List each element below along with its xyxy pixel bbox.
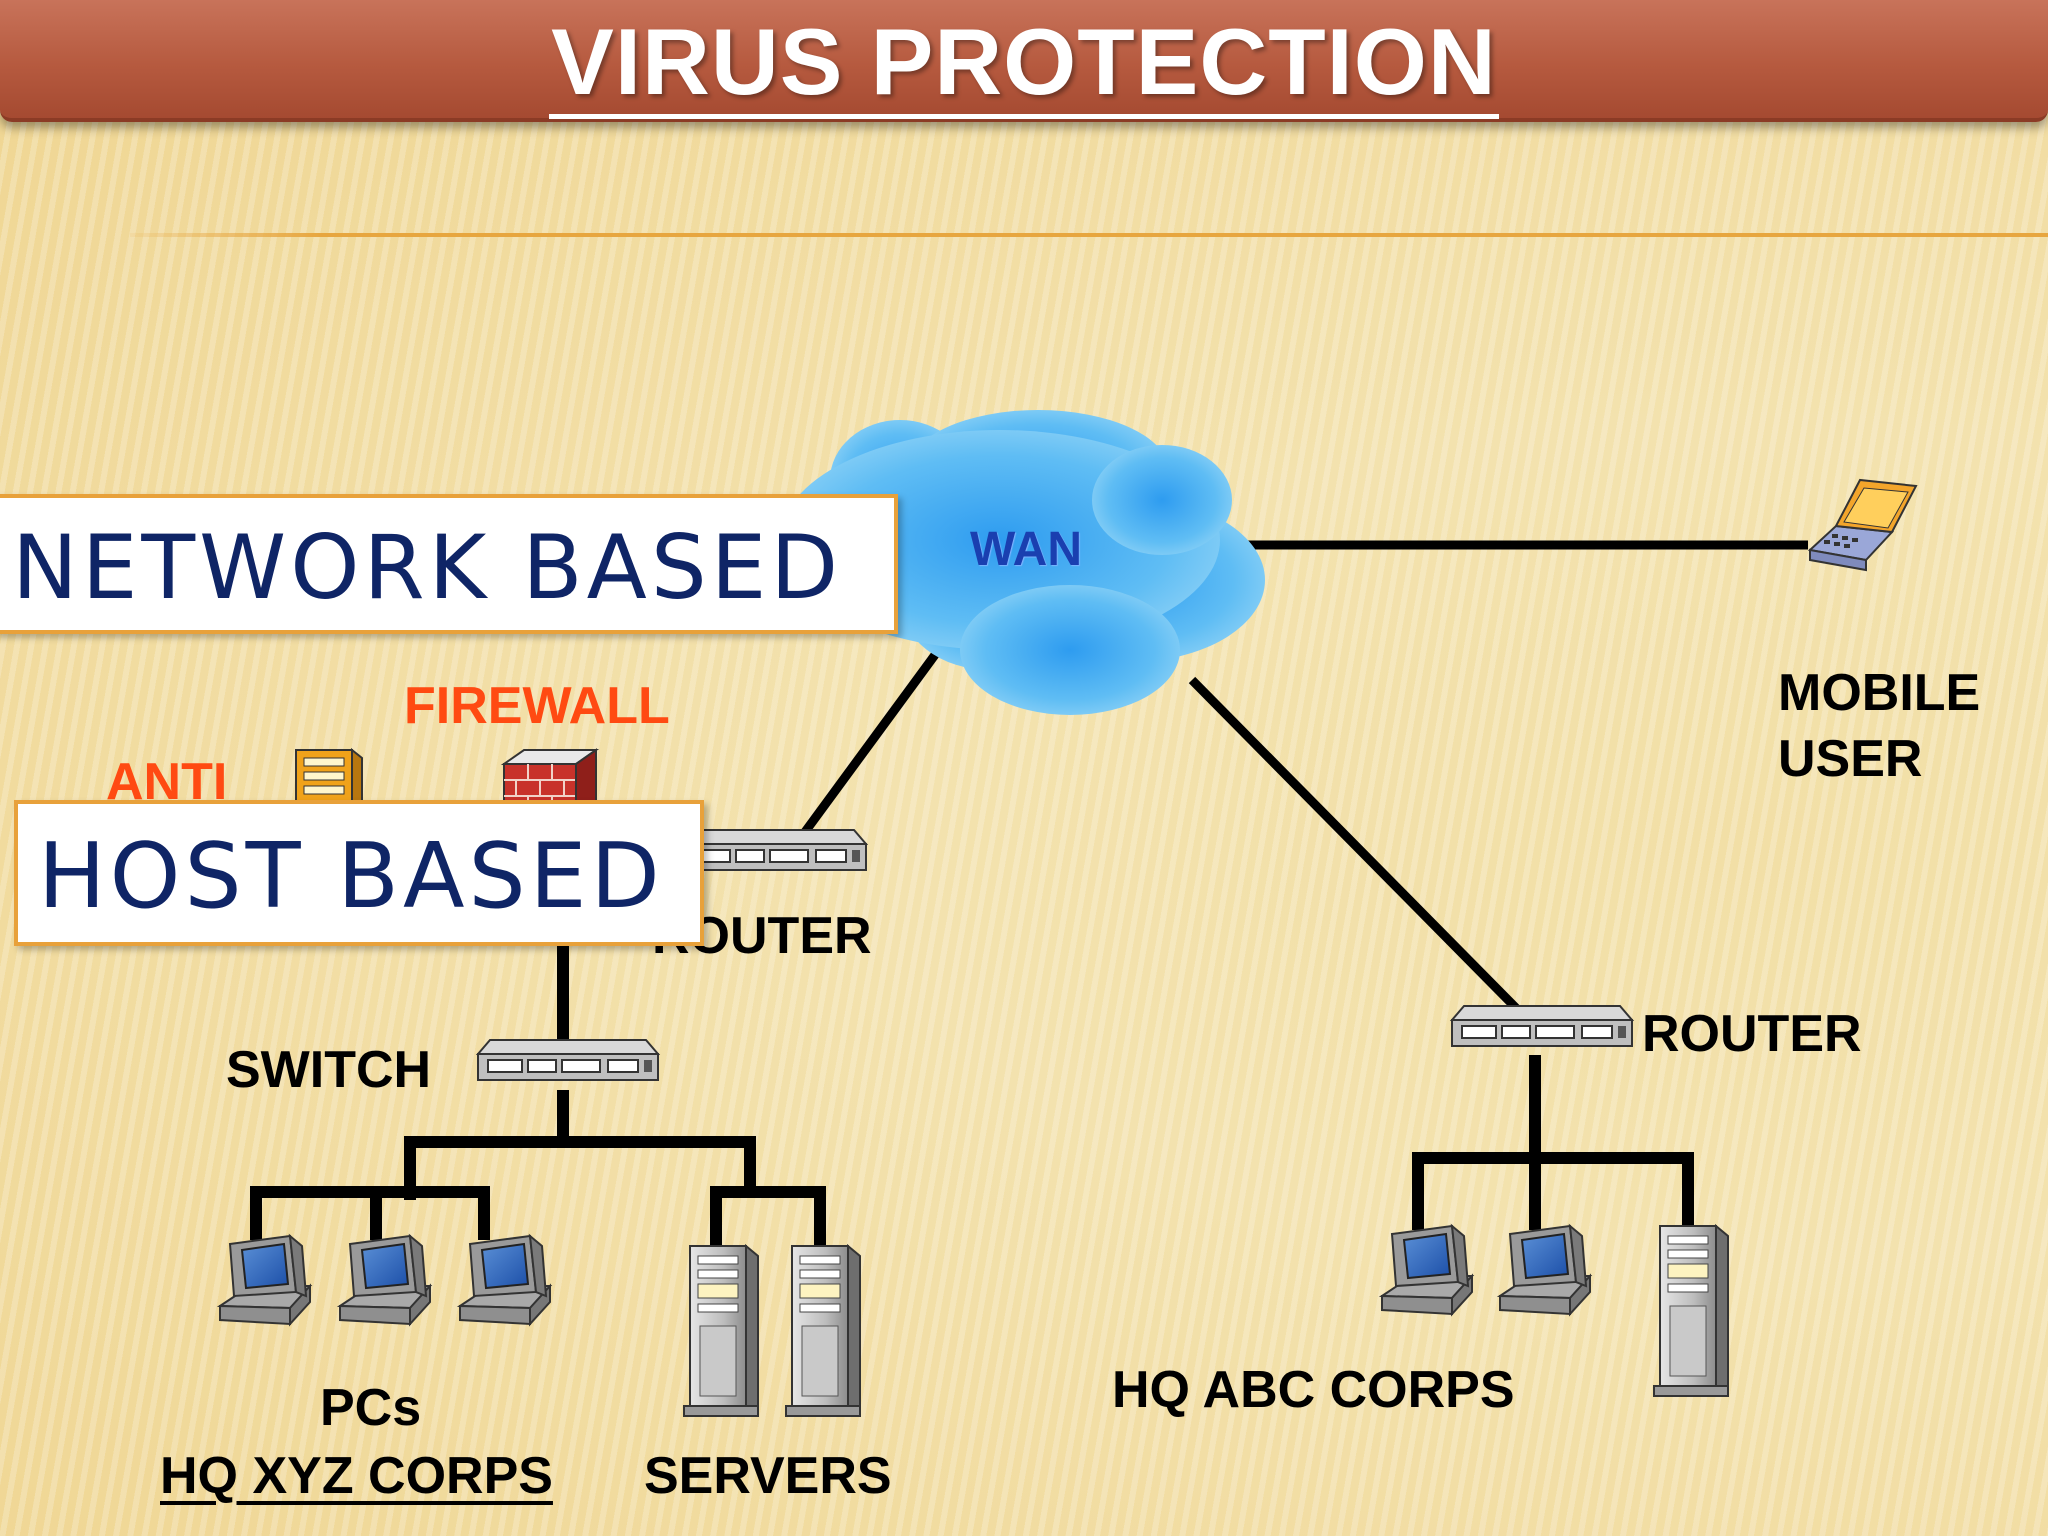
title-bar: VIRUS PROTECTION [0,0,2048,122]
hq-xyz-label: HQ XYZ CORPS [160,1447,553,1505]
network-based-label: NETWORK BASED [12,516,843,619]
host-based-box: HOST BASED [14,800,704,946]
router-right-label: ROUTER [1642,1005,1862,1063]
pc-icon [1499,1225,1591,1315]
pcs-label: PCs [320,1379,422,1437]
link-wan-router-right [1188,676,1522,1014]
pc-icon [459,1235,551,1325]
router-left-icon [685,829,867,871]
switch-label: SWITCH [226,1041,432,1099]
network-based-box: NETWORK BASED [0,494,898,634]
laptop-icon [1807,478,1918,572]
router-right-icon [1451,1005,1633,1047]
servers-label: SERVERS [644,1447,892,1505]
pc-icon [339,1235,431,1325]
hq-abc-label: HQ ABC CORPS [1112,1361,1515,1419]
mobile-user-line-2: USER [1778,730,1923,788]
page-title: VIRUS PROTECTION [0,8,2048,119]
wan-label: WAN [970,523,1082,576]
server-icon [785,1245,861,1417]
firewall-label: FIREWALL [404,677,670,735]
pc-icon [1381,1225,1473,1315]
link-wan-router-left [798,645,944,839]
wan-cloud-icon [780,410,1265,715]
pc-icon [219,1235,311,1325]
server-icon [1653,1225,1729,1397]
host-based-label: HOST BASED [38,824,664,929]
server-icon [683,1245,759,1417]
switch-icon [477,1039,659,1081]
mobile-user-label: MOBILE USER [1778,660,1980,792]
mobile-user-line-1: MOBILE [1778,664,1981,722]
accent-divider [130,233,2048,237]
